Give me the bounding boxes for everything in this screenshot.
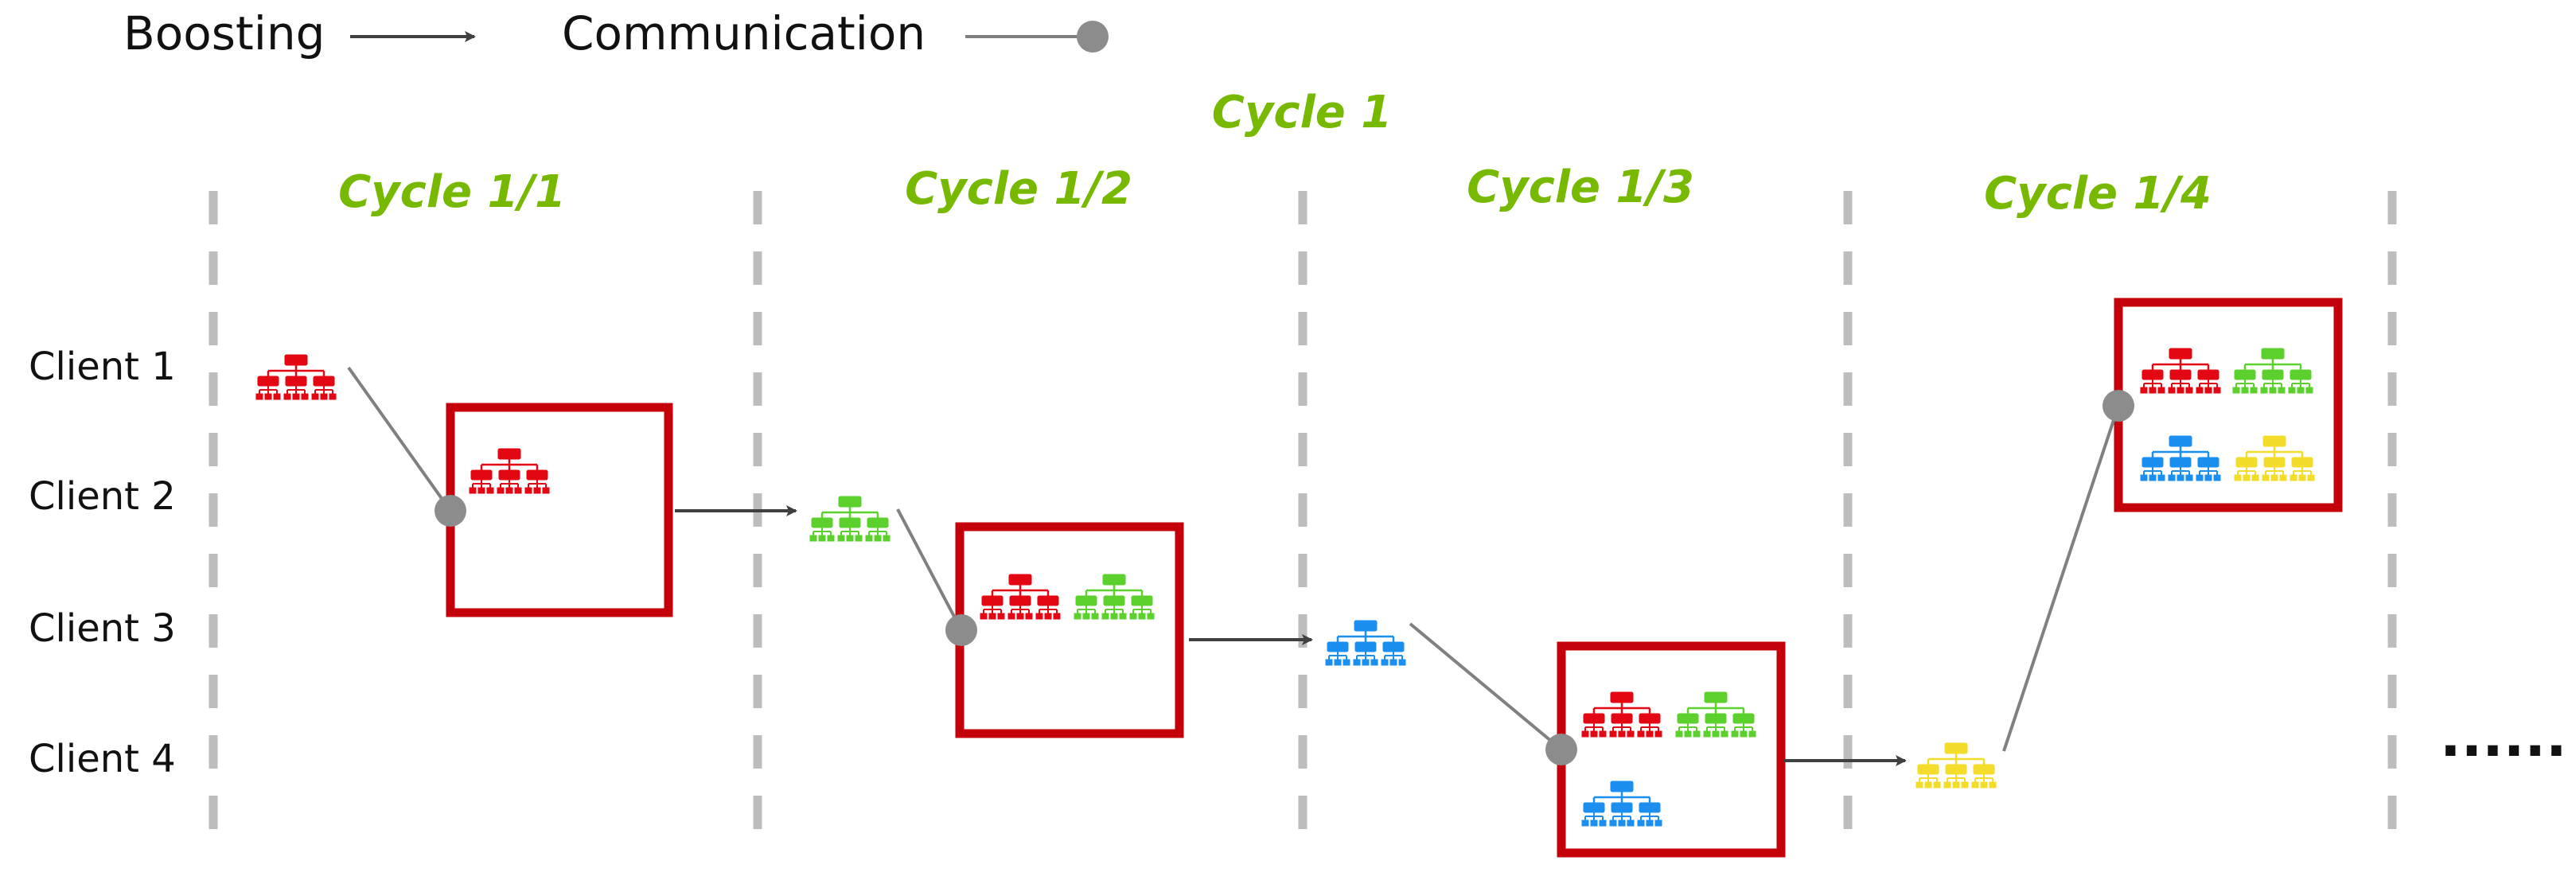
communication-line (2002, 405, 2120, 752)
hierarchy-tree-icon (2231, 347, 2314, 395)
communication-dot-icon (435, 495, 466, 527)
hierarchy-tree-icon (255, 353, 337, 401)
cycle-subtitle-3: Cycle 1/3 (1467, 162, 1694, 213)
communication-links (347, 366, 2120, 752)
hierarchy-tree-icon (1580, 780, 1663, 827)
hierarchy-tree-icon (2139, 434, 2222, 482)
hierarchy-tree-icon (1674, 691, 1757, 738)
communication-dot-icon (1077, 21, 1109, 53)
communication-dot-icon (1545, 734, 1577, 765)
client-label-3: Client 3 (29, 606, 176, 651)
model-box-1 (446, 403, 673, 617)
communication-dot-icon (2102, 390, 2134, 422)
hierarchy-tree-icon (2139, 347, 2222, 395)
communication-line (896, 508, 963, 631)
boosting-arrows (675, 505, 1907, 766)
legend-boosting-label: Boosting (123, 6, 325, 60)
cycle-separators (208, 191, 2397, 851)
model-boxes (446, 298, 2343, 858)
hierarchy-tree-icon (1073, 573, 1155, 621)
cycle-subtitle-4: Cycle 1/4 (1984, 168, 2212, 220)
cycle-subtitle-2: Cycle 1/2 (905, 163, 1132, 215)
client-label-4: Client 4 (29, 737, 176, 781)
hierarchy-tree-icon (1580, 691, 1663, 738)
client-label-1: Client 1 (29, 345, 176, 389)
communication-line (347, 366, 452, 512)
hierarchy-tree-icon (1324, 619, 1407, 667)
client-label-2: Client 2 (29, 474, 176, 519)
cycle-subtitle-1: Cycle 1/1 (338, 166, 566, 218)
hierarchy-tree-icon (979, 573, 1062, 621)
cycle-title: Cycle 1 (1212, 87, 1392, 138)
hierarchy-tree-icon (2233, 434, 2316, 482)
hierarchy-tree-icon (809, 495, 891, 543)
communication-dot-icon (945, 614, 977, 646)
communication-line (1409, 622, 1563, 751)
continuation-ellipsis: ...... (2440, 704, 2567, 769)
legend-communication-label: Communication (562, 6, 926, 60)
model-box-2 (955, 522, 1184, 738)
communication-dots (435, 390, 2134, 765)
hierarchy-tree-icon (1915, 742, 1997, 789)
hierarchy-tree-icon (468, 447, 551, 495)
